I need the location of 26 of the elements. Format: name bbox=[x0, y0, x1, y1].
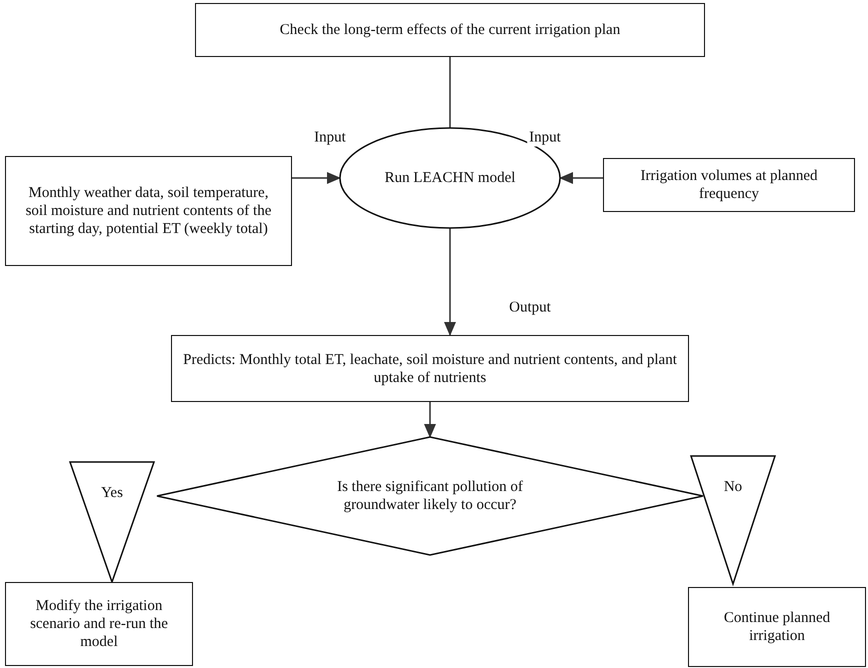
edge-label: Input bbox=[312, 130, 348, 146]
edge-label: Input bbox=[527, 130, 563, 146]
node-text: No bbox=[724, 478, 742, 496]
branch-triangle bbox=[70, 462, 154, 582]
node-text: Yes bbox=[101, 484, 123, 502]
process-box bbox=[603, 158, 855, 212]
node-text: Is there significant pollution of groundwater likely to occur? bbox=[336, 478, 524, 514]
process-box bbox=[195, 3, 705, 57]
node-text: Check the long-term effects of the current irrigation plan bbox=[280, 21, 620, 39]
arrow bbox=[424, 402, 436, 438]
branch-triangle bbox=[691, 456, 775, 584]
arrow bbox=[559, 172, 603, 184]
node-text: Run LEACHN model bbox=[384, 169, 516, 187]
arrow bbox=[292, 172, 341, 184]
node-text: Continue planned irrigation bbox=[722, 609, 832, 645]
process-box bbox=[5, 582, 193, 666]
process-box bbox=[171, 335, 689, 402]
node-text: Monthly weather data, soil temperature, soil moisture and nutrient contents of the starting day, potential ET (weekly total) bbox=[24, 184, 272, 238]
connector-line bbox=[449, 57, 451, 128]
node-text: Modify the irrigation scenario and re-run the model bbox=[29, 597, 169, 651]
arrow bbox=[444, 228, 456, 336]
node-text: Irrigation volumes at planned frequency bbox=[639, 167, 819, 203]
process-box bbox=[688, 587, 866, 667]
process-box bbox=[5, 156, 292, 266]
node-text: Predicts: Monthly total ET, leachate, soil moisture and nutrient contents, and plant uptake of nutrients bbox=[182, 350, 678, 386]
edge-label: Output bbox=[507, 300, 553, 316]
